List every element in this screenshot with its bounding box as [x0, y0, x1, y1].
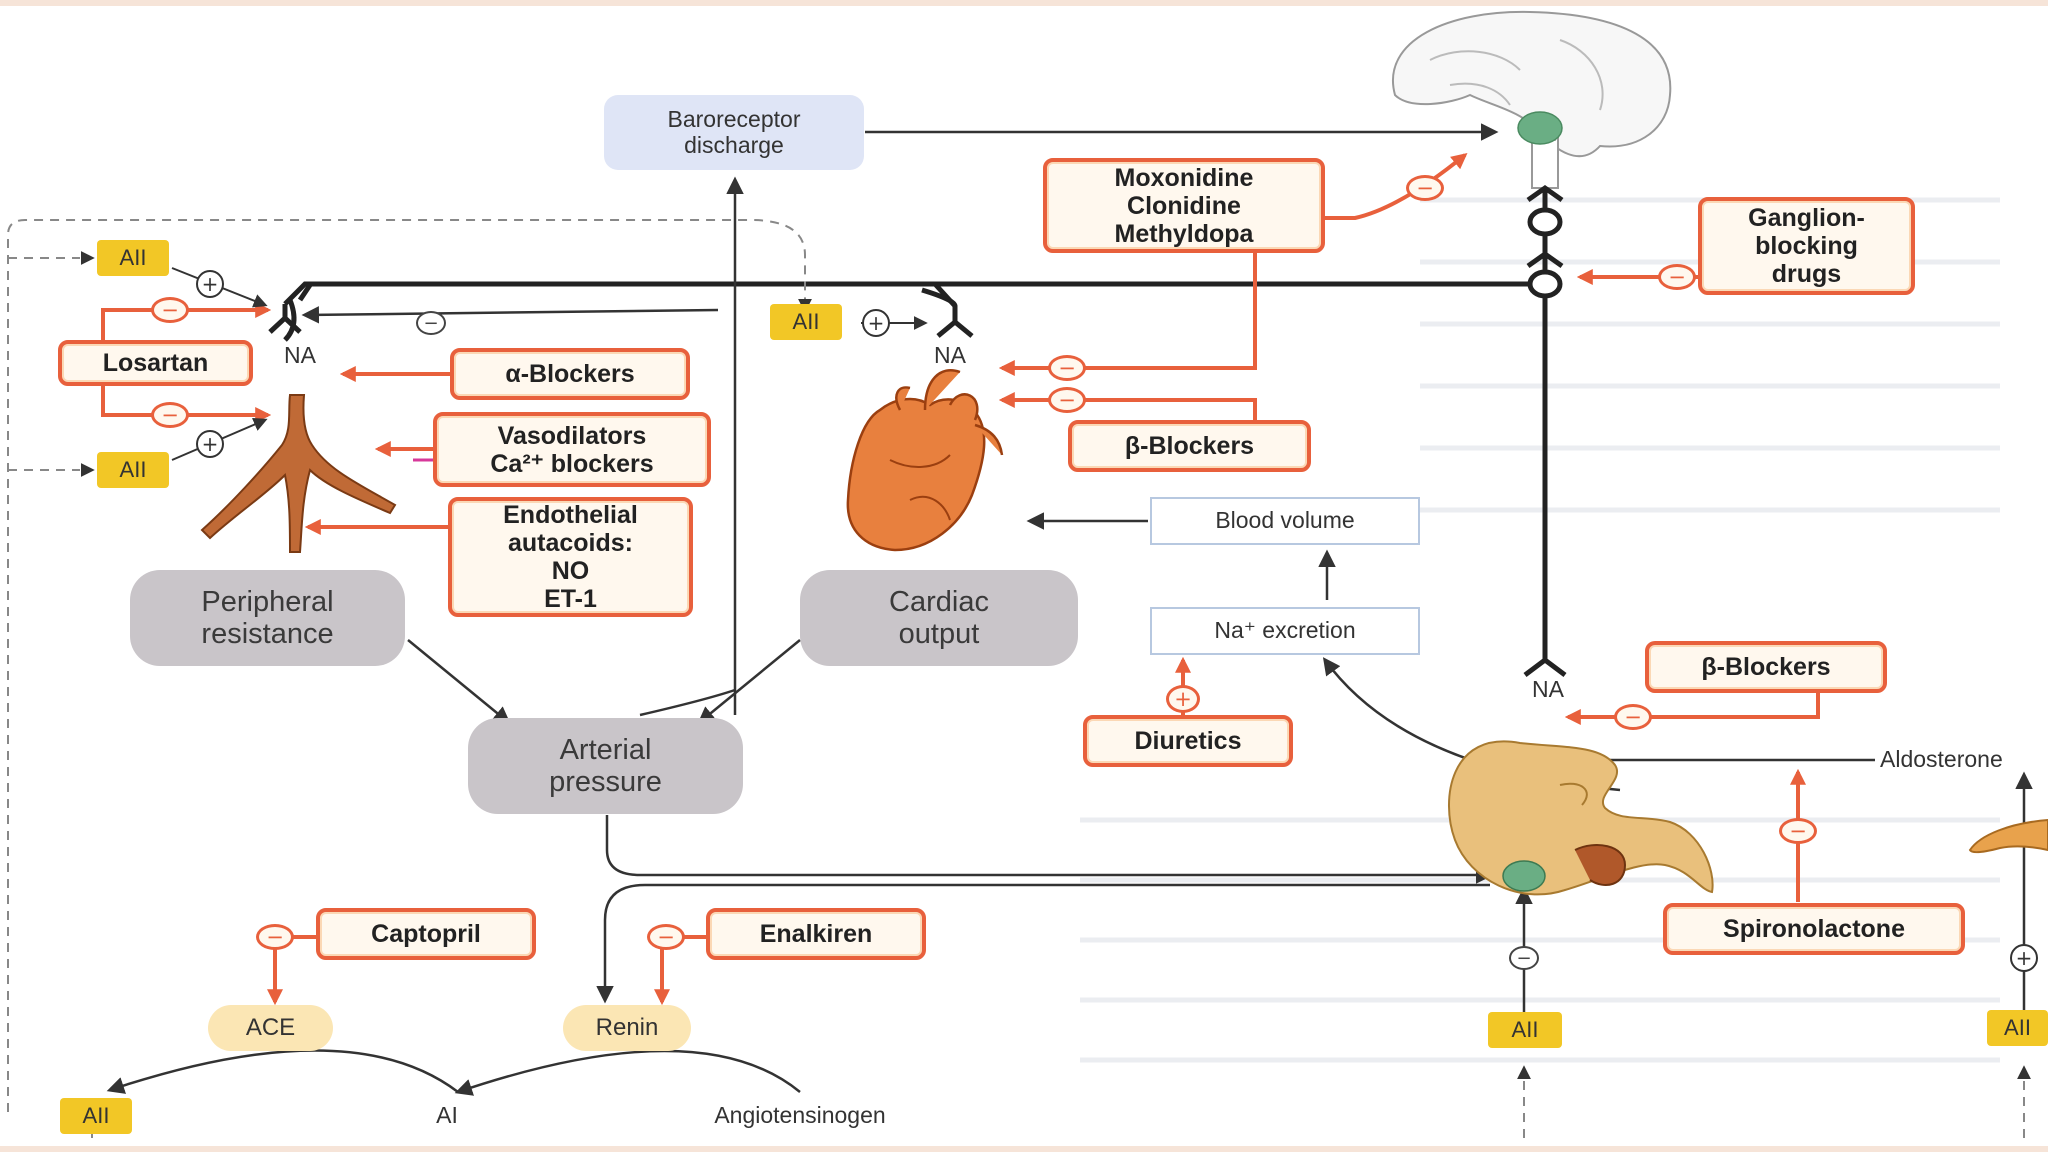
alpha-blockers: α-Blockers: [450, 348, 690, 400]
vasodilators-ca-blockers: Vasodilators Ca²⁺ blockers: [433, 412, 711, 487]
baroreceptor-discharge: Baroreceptor discharge: [604, 95, 864, 170]
inhibition-sign-na-heart: −: [1048, 355, 1086, 381]
inhibition-sign-losartan-upper: −: [151, 297, 189, 323]
na-label-vessel: NA: [284, 342, 316, 369]
na-label-kidney: NA: [1532, 676, 1564, 703]
inhibition-sign-ganglion: −: [1658, 264, 1696, 290]
inhibition-sign-beta-heart: −: [1048, 387, 1086, 413]
blood-vessel-icon: [200, 394, 397, 553]
nerve-terminal-icon: [268, 283, 1567, 677]
stimulation-sign-aii-adrenal: +: [2010, 944, 2038, 972]
inhibition-sign-baroreflex: −: [416, 311, 446, 335]
stimulation-sign-diuretics: +: [1166, 685, 1200, 713]
inhibition-sign-beta-renal: −: [1614, 704, 1652, 730]
beta-blockers-renal: β-Blockers: [1645, 641, 1887, 693]
blood-volume: Blood volume: [1150, 497, 1420, 545]
heart-icon: [846, 369, 1004, 552]
captopril: Captopril: [316, 908, 536, 960]
adrenal-gland-icon: [1968, 818, 2048, 854]
ganglion-blocking-drugs: Ganglion- blocking drugs: [1698, 197, 1915, 295]
cardiac-output: Cardiac output: [800, 570, 1078, 666]
aii-badge-adrenal: AII: [1987, 1010, 2048, 1046]
stimulation-sign-aii-top: +: [196, 270, 224, 298]
peripheral-resistance: Peripheral resistance: [130, 570, 405, 666]
enalkiren: Enalkiren: [706, 908, 926, 960]
beta-blockers-cardiac: β-Blockers: [1068, 420, 1311, 472]
moxonidine-clonidine-methyldopa: Moxonidine Clonidine Methyldopa: [1043, 158, 1325, 253]
endothelial-autacoids: Endothelial autacoids: NO ET-1: [448, 497, 693, 617]
diuretics: Diuretics: [1083, 715, 1293, 767]
juxtaglomerular-cell-icon: [1502, 860, 1546, 892]
inhibition-sign-aii-kidney: −: [1509, 946, 1539, 970]
aii-badge-center: AII: [770, 304, 842, 340]
aii-badge-vessel: AII: [97, 452, 169, 488]
kidney-icon: [1448, 740, 1714, 896]
aii-badge-kidney: AII: [1488, 1012, 1562, 1048]
arterial-pressure: Arterial pressure: [468, 718, 743, 814]
angiotensinogen: Angiotensinogen: [714, 1102, 886, 1129]
stimulation-sign-aii-center: +: [862, 309, 890, 337]
aii-badge-bottom: AII: [60, 1098, 132, 1134]
angiotensin-i: AI: [436, 1102, 458, 1129]
stimulation-sign-aii-vessel: +: [196, 430, 224, 458]
renin-enzyme: Renin: [563, 1005, 691, 1051]
inhibition-sign-spironolactone: −: [1779, 818, 1817, 844]
aii-badge-top: AII: [97, 240, 169, 276]
brain-icon: [1392, 10, 1672, 189]
aldosterone: Aldosterone: [1880, 746, 2003, 773]
inhibition-sign-losartan-lower: −: [151, 402, 189, 428]
losartan: Losartan: [58, 340, 253, 386]
na-excretion: Na⁺ excretion: [1150, 607, 1420, 655]
spironolactone: Spironolactone: [1663, 903, 1965, 955]
inhibition-sign-captopril: −: [256, 924, 294, 950]
inhibition-sign-enalkiren: −: [647, 924, 685, 950]
na-label-heart: NA: [934, 342, 966, 369]
sympathetic-ganglion-icon: [1526, 184, 1564, 299]
ace-enzyme: ACE: [208, 1005, 333, 1051]
inhibition-sign-moxonidine: −: [1406, 175, 1444, 201]
